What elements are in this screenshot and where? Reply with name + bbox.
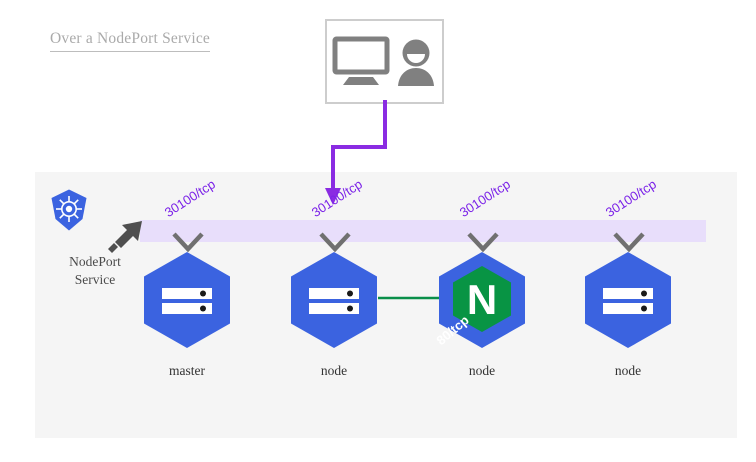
node-master[interactable]: master bbox=[137, 250, 237, 378]
client-icons bbox=[327, 21, 442, 102]
node-caption: master bbox=[169, 363, 205, 378]
page-title: Over a NodePort Service bbox=[50, 30, 210, 52]
nodeport-chevron bbox=[172, 232, 204, 252]
server-icon bbox=[603, 288, 653, 314]
nodeport-chevron bbox=[319, 232, 351, 252]
nodeport-chevron bbox=[467, 232, 499, 252]
node-hexagon bbox=[284, 250, 384, 350]
nodeport-chevron bbox=[613, 232, 645, 252]
node-hexagon: N bbox=[432, 250, 532, 350]
server-icon bbox=[162, 288, 212, 314]
user-icon bbox=[397, 39, 434, 86]
server-icon bbox=[309, 288, 359, 314]
hexagon-shape bbox=[585, 252, 671, 348]
node-2[interactable]: node bbox=[284, 250, 384, 378]
nodeport-service-label: NodePort Service bbox=[40, 253, 150, 289]
nginx-pod-hexagon bbox=[453, 266, 511, 332]
node-caption: node bbox=[614, 363, 642, 378]
node-4[interactable]: node bbox=[578, 250, 678, 378]
hexagon-shape: N bbox=[439, 252, 525, 348]
client-box bbox=[325, 19, 444, 104]
node-caption: node bbox=[320, 363, 348, 378]
node-hexagon bbox=[578, 250, 678, 350]
nodeport-band bbox=[140, 220, 706, 242]
monitor-icon bbox=[332, 36, 389, 85]
kubernetes-logo-icon bbox=[51, 189, 87, 231]
node-caption: node bbox=[468, 363, 496, 378]
client-to-cluster-arrow bbox=[325, 100, 387, 205]
node-3-nginx[interactable]: N node bbox=[432, 250, 532, 378]
nodeport-label-line2: Service bbox=[74, 272, 116, 287]
hexagon-shape bbox=[144, 252, 230, 348]
cursor-arrow-icon bbox=[108, 221, 142, 253]
hexagon-shape bbox=[291, 252, 377, 348]
node-hexagon bbox=[137, 250, 237, 350]
nginx-glyph: N bbox=[467, 276, 497, 323]
nodeport-label-line1: NodePort bbox=[69, 254, 121, 269]
